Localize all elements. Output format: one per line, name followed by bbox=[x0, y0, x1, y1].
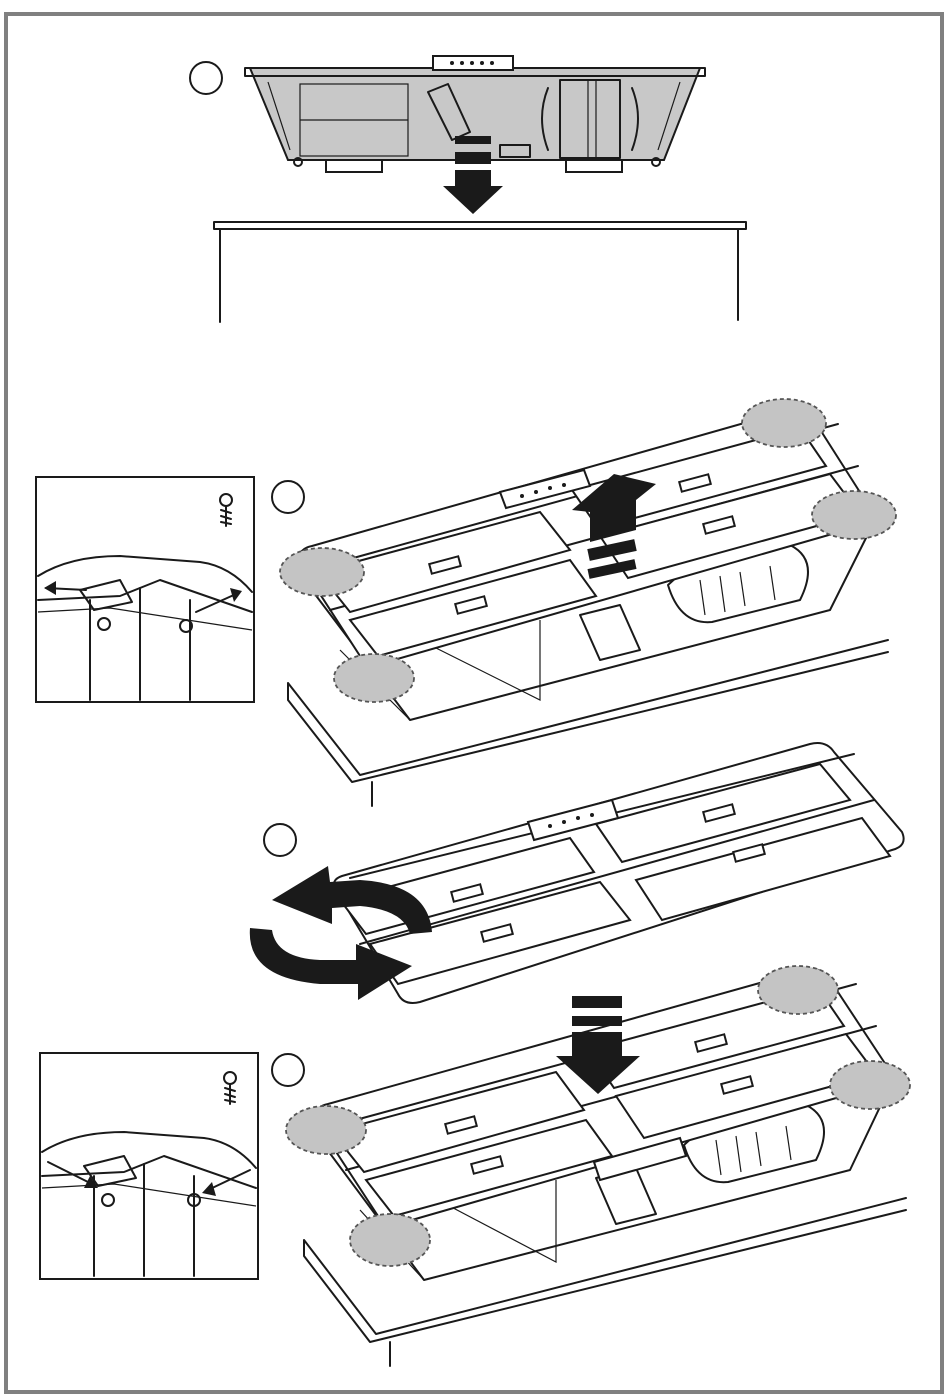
contact-spot bbox=[350, 1214, 430, 1266]
detail-inset-lock bbox=[40, 1053, 258, 1279]
step-3-marker bbox=[264, 824, 296, 856]
contact-spot bbox=[758, 966, 838, 1014]
step-4 bbox=[40, 966, 910, 1366]
step-2 bbox=[36, 399, 896, 806]
step-1 bbox=[190, 56, 746, 322]
contact-spot bbox=[830, 1061, 910, 1109]
step-1-marker bbox=[190, 62, 222, 94]
step-2-marker bbox=[272, 481, 304, 513]
filter-panel-loose bbox=[334, 743, 904, 1003]
step-4-marker bbox=[272, 1054, 304, 1086]
cabinet bbox=[214, 222, 746, 322]
contact-spot bbox=[812, 491, 896, 539]
detail-inset-unlock bbox=[36, 477, 254, 702]
step-3 bbox=[250, 743, 904, 1003]
contact-spot bbox=[742, 399, 826, 447]
contact-spot bbox=[280, 548, 364, 596]
contact-spot bbox=[286, 1106, 366, 1154]
contact-spot bbox=[334, 654, 414, 702]
